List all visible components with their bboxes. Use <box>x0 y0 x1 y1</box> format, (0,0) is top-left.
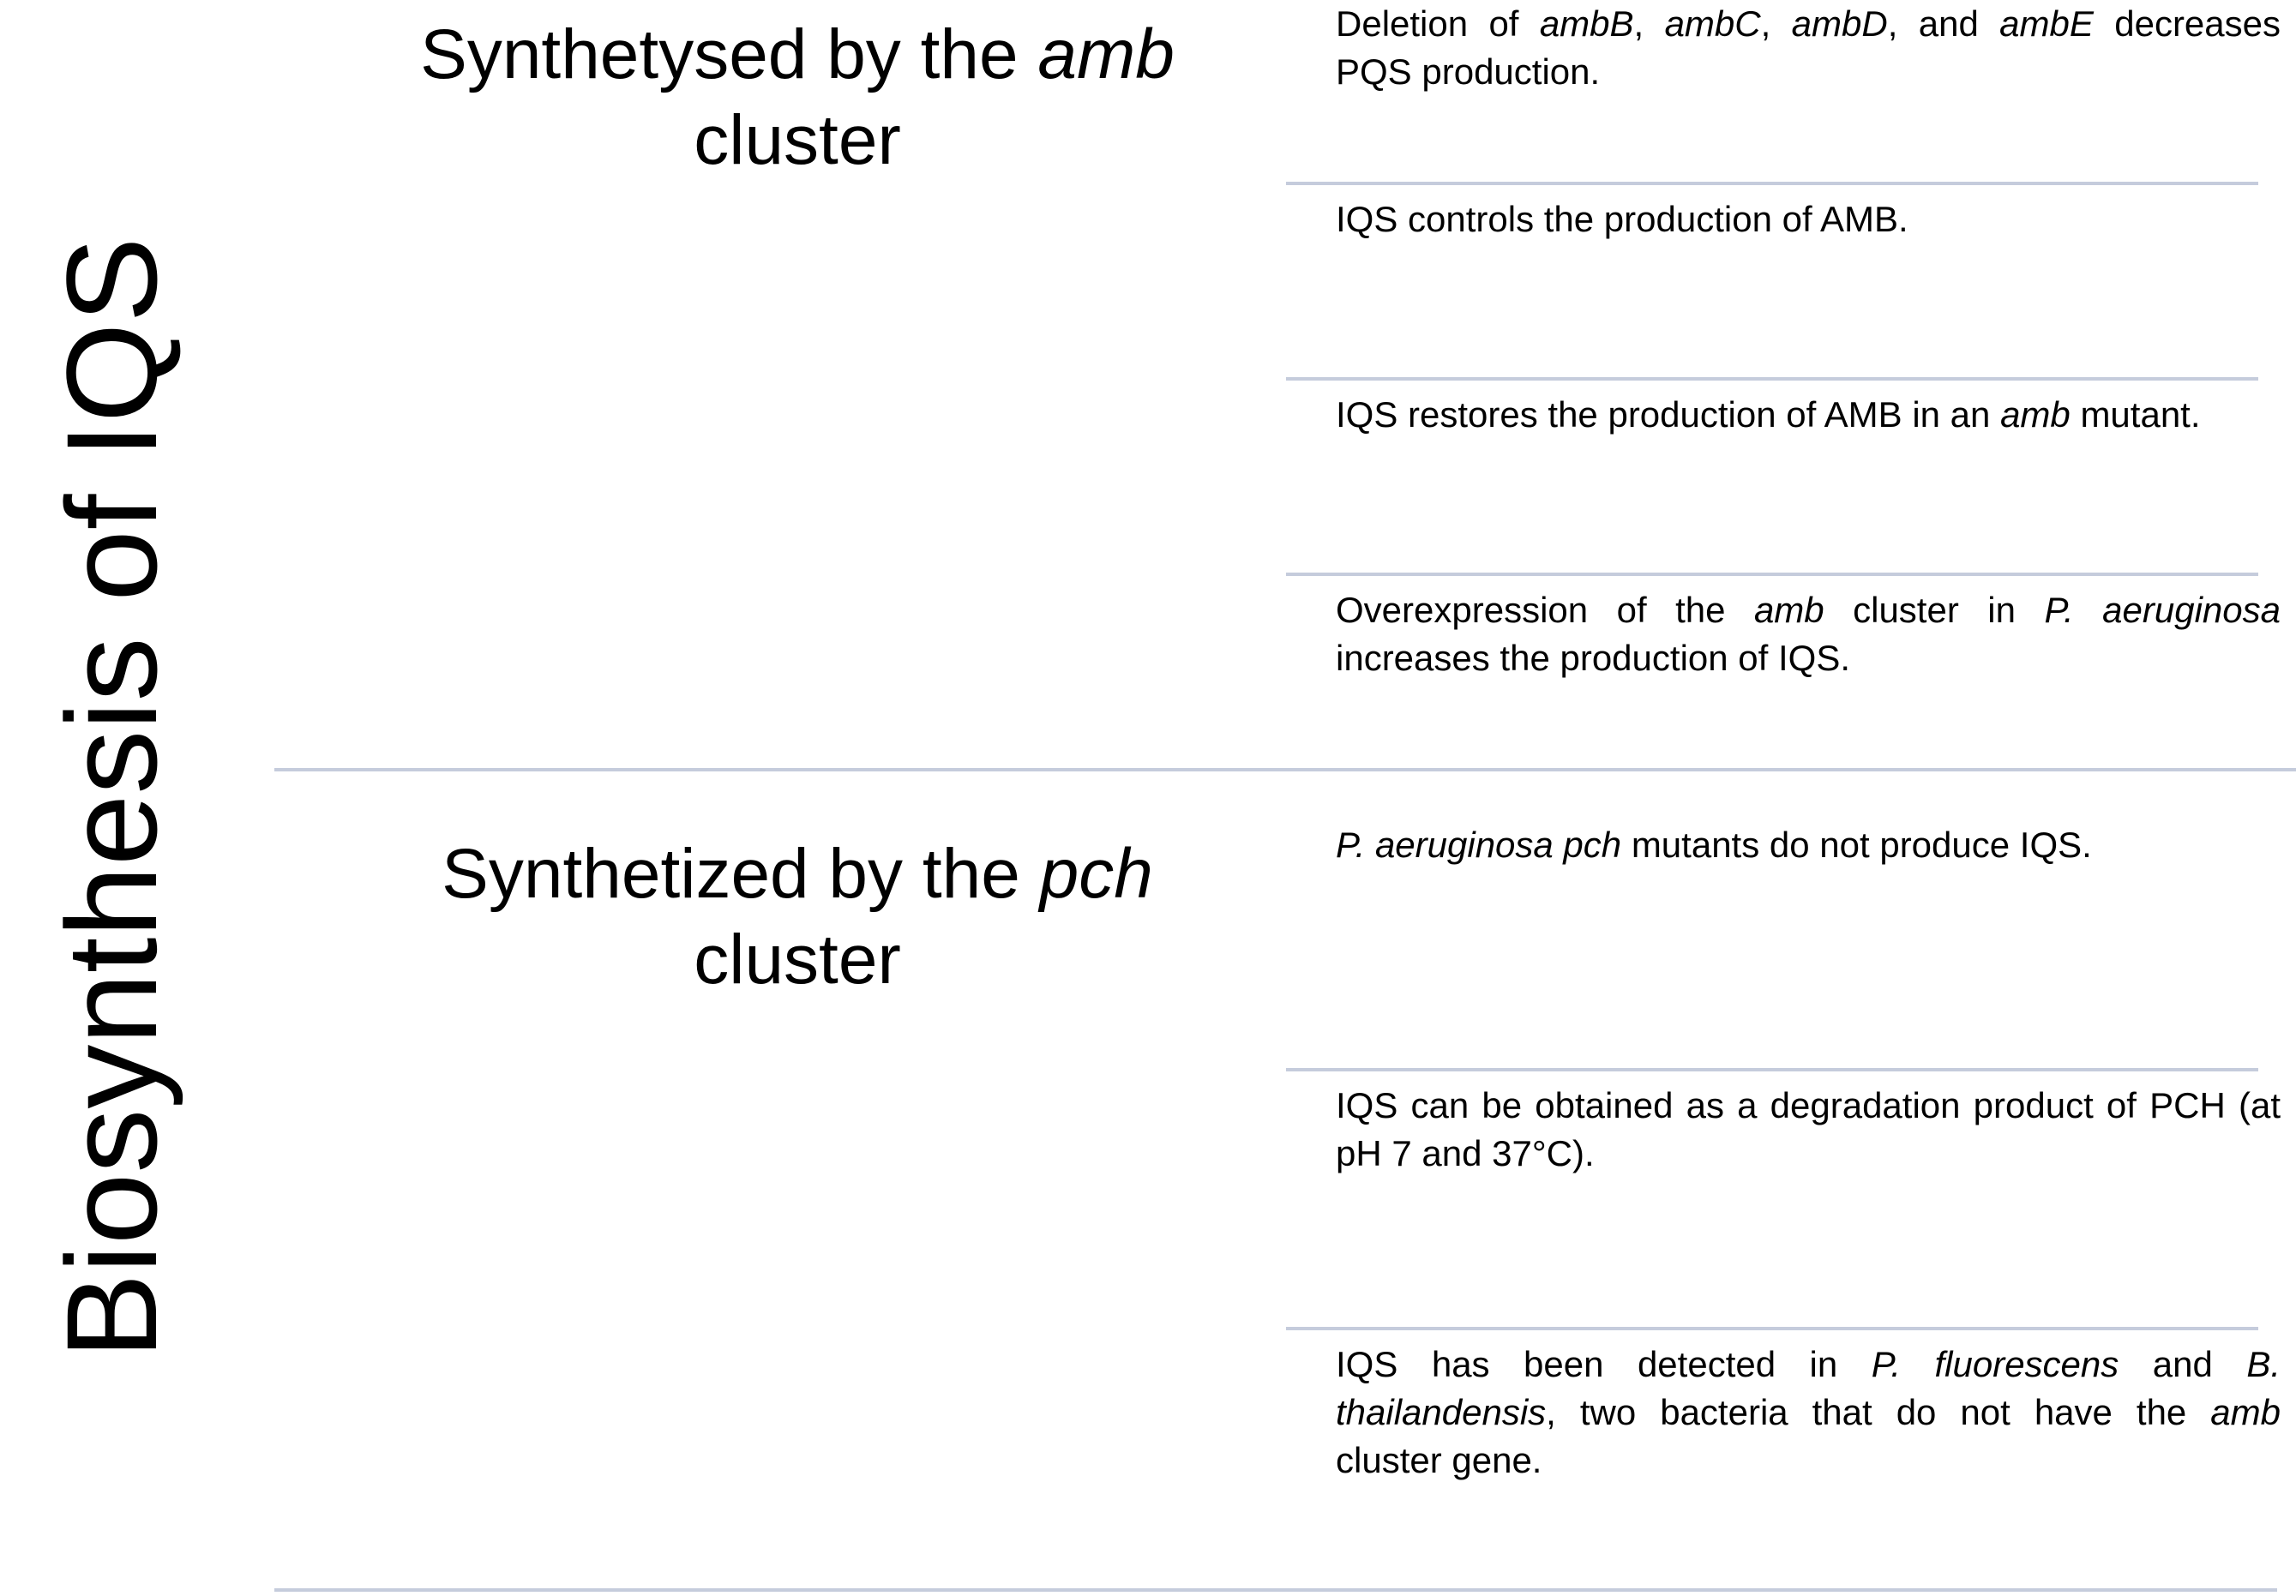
heading-text-line2: cluster <box>694 921 901 999</box>
italic-term: amb <box>2000 394 2071 435</box>
heading-text-line2: cluster <box>694 101 901 179</box>
evidence-item: IQS has been detected in P. fluorescens … <box>1336 1341 2281 1485</box>
text-run: , <box>1633 3 1665 44</box>
italic-term: P. aeruginosa pch <box>1336 825 1622 865</box>
text-run: , two bacteria that do not have the <box>1546 1392 2211 1432</box>
section-divider <box>274 1588 2277 1592</box>
evidence-text: IQS restores the production of AMB in an… <box>1336 391 2281 439</box>
text-run: Overexpression of the <box>1336 590 1754 630</box>
text-run: cluster gene. <box>1336 1440 1542 1480</box>
text-run: cluster in <box>1824 590 2045 630</box>
item-divider <box>1286 1068 2258 1071</box>
item-divider <box>1286 573 2258 576</box>
evidence-item: IQS controls the production of AMB. <box>1336 195 2281 243</box>
evidence-text: Overexpression of the amb cluster in P. … <box>1336 586 2281 682</box>
italic-term: B. thailandensis <box>1336 1344 2281 1432</box>
text-run: , and <box>1887 3 2000 44</box>
heading-italic: amb <box>1037 15 1175 93</box>
evidence-text: IQS controls the production of AMB. <box>1336 195 2281 243</box>
italic-term: ambE <box>1999 3 2094 44</box>
evidence-item: Overexpression of the amb cluster in P. … <box>1336 586 2281 682</box>
evidence-item: P. aeruginosa pch mutants do not produce… <box>1336 821 2281 869</box>
text-run: IQS can be obtained as a degradation pro… <box>1336 1085 2281 1173</box>
italic-term: ambB <box>1539 3 1634 44</box>
diagram-title: Biosynthesis of IQS <box>39 237 183 1359</box>
heading-text: Synthetysed by the <box>420 15 1038 93</box>
evidence-text: IQS has been detected in P. fluorescens … <box>1336 1341 2281 1485</box>
text-run: mutants do not produce IQS. <box>1621 825 2092 865</box>
text-run: decreases PQS production. <box>1336 3 2281 92</box>
italic-term: amb <box>1753 590 1824 630</box>
section-heading-pch: Synthetized by the pch cluster <box>386 831 1209 1003</box>
heading-italic: pch <box>1039 835 1153 913</box>
item-divider <box>1286 1327 2258 1330</box>
evidence-item: IQS can be obtained as a degradation pro… <box>1336 1082 2281 1178</box>
section-divider <box>274 768 2296 771</box>
text-run: increases the production of IQS. <box>1336 638 1850 678</box>
text-run: Deletion of <box>1336 3 1540 44</box>
italic-term: P. fluorescens <box>1871 1344 2119 1384</box>
text-run: and <box>2119 1344 2247 1384</box>
italic-term: amb <box>2210 1392 2281 1432</box>
item-divider <box>1286 182 2258 185</box>
text-run: , <box>1760 3 1792 44</box>
heading-text: Synthetized by the <box>442 835 1040 913</box>
evidence-text: Deletion of ambB, ambC, ambD, and ambE d… <box>1336 0 2281 96</box>
evidence-text: IQS can be obtained as a degradation pro… <box>1336 1082 2281 1178</box>
italic-term: ambD <box>1791 3 1888 44</box>
item-divider <box>1286 377 2258 381</box>
text-run: IQS has been detected in <box>1336 1344 1872 1384</box>
section-heading-amb: Synthetysed by the amb cluster <box>386 12 1209 183</box>
evidence-item: Deletion of ambB, ambC, ambD, and ambE d… <box>1336 0 2281 96</box>
text-run: mutant. <box>2070 394 2201 435</box>
italic-term: ambC <box>1664 3 1761 44</box>
text-run: IQS controls the production of AMB. <box>1336 199 1908 239</box>
text-run: IQS restores the production of AMB in an <box>1336 394 2001 435</box>
italic-term: P. aeruginosa <box>2044 590 2281 630</box>
evidence-item: IQS restores the production of AMB in an… <box>1336 391 2281 439</box>
evidence-text: P. aeruginosa pch mutants do not produce… <box>1336 821 2281 869</box>
